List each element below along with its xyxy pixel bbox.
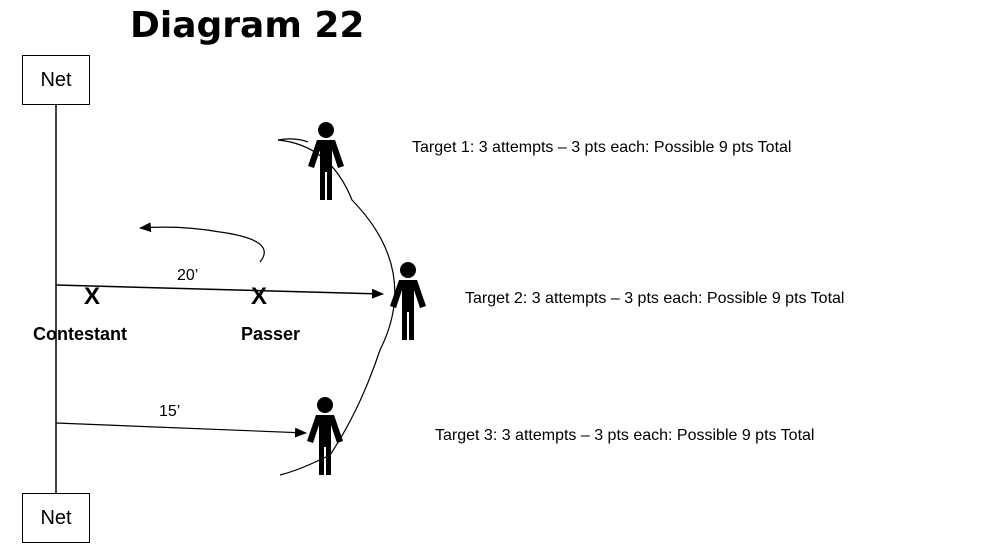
net-bottom-box: Net	[22, 493, 90, 543]
distance-20-label: 20’	[177, 267, 199, 284]
contestant-marker: X	[84, 283, 101, 310]
target-3-label: Target 3: 3 attempts – 3 pts each: Possi…	[435, 427, 815, 444]
pass-line-15	[55, 422, 307, 438]
person-icon	[390, 262, 426, 340]
target-2-label: Target 2: 3 attempts – 3 pts each: Possi…	[465, 290, 845, 307]
diagram-title: Diagram 22	[130, 5, 365, 46]
passer-label: Passer	[241, 324, 301, 344]
person-icon	[307, 397, 343, 475]
target-arc-top-tail	[277, 138, 309, 143]
passer-marker: X	[251, 283, 268, 310]
pass-line-20	[55, 284, 384, 299]
distance-15-label: 15’	[159, 403, 181, 420]
net-top-label: Net	[40, 68, 72, 91]
target-1-label: Target 1: 3 attempts – 3 pts each: Possi…	[412, 139, 792, 156]
net-top-box: Net	[22, 55, 90, 105]
person-icon	[308, 122, 344, 200]
return-arrow	[139, 222, 265, 263]
contestant-label: Contestant	[33, 324, 127, 344]
net-bottom-label: Net	[40, 506, 72, 529]
